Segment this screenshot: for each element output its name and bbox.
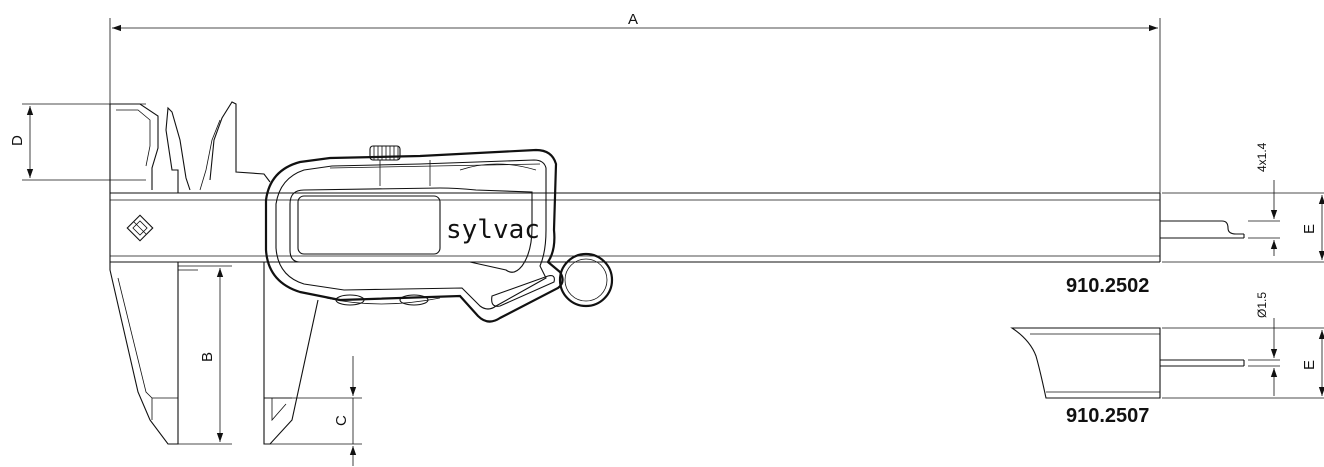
depth-rod-top-label: 4x1.4 <box>1255 142 1269 172</box>
dimension-d-label: D <box>9 135 26 146</box>
depth-rod-910-2502: 4x1.4 E 910.2502 <box>1066 142 1324 297</box>
dimension-c-label: C <box>333 415 350 426</box>
lcd-screen <box>297 195 441 255</box>
dimension-a: A <box>109 11 1161 200</box>
dimension-b-label: B <box>199 352 216 362</box>
dimension-b: B <box>178 265 232 445</box>
depth-rod-910-2507: Ø1.5 E 910.2507 <box>1010 292 1324 427</box>
sliding-jaw <box>165 101 319 445</box>
dimension-d: D <box>9 103 146 181</box>
brand-text: sylvac <box>446 215 540 245</box>
model-bottom-label: 910.2507 <box>1066 405 1149 427</box>
sylvac-diamond-logo-icon <box>126 214 154 242</box>
depth-rod-bottom-label: Ø1.5 <box>1255 292 1269 318</box>
dimension-e-top-label: E <box>1301 224 1318 234</box>
thumb-roller <box>558 252 614 308</box>
fixed-jaw <box>109 103 179 445</box>
dimension-c: C <box>264 356 362 466</box>
thumb-knob-top <box>369 145 401 161</box>
dimension-e-bottom-label: E <box>1301 360 1318 370</box>
display-body: sylvac <box>264 148 564 323</box>
main-beam <box>110 192 1161 263</box>
model-top-label: 910.2502 <box>1066 275 1149 297</box>
button-row <box>325 294 441 306</box>
dimension-a-label: A <box>628 11 638 28</box>
